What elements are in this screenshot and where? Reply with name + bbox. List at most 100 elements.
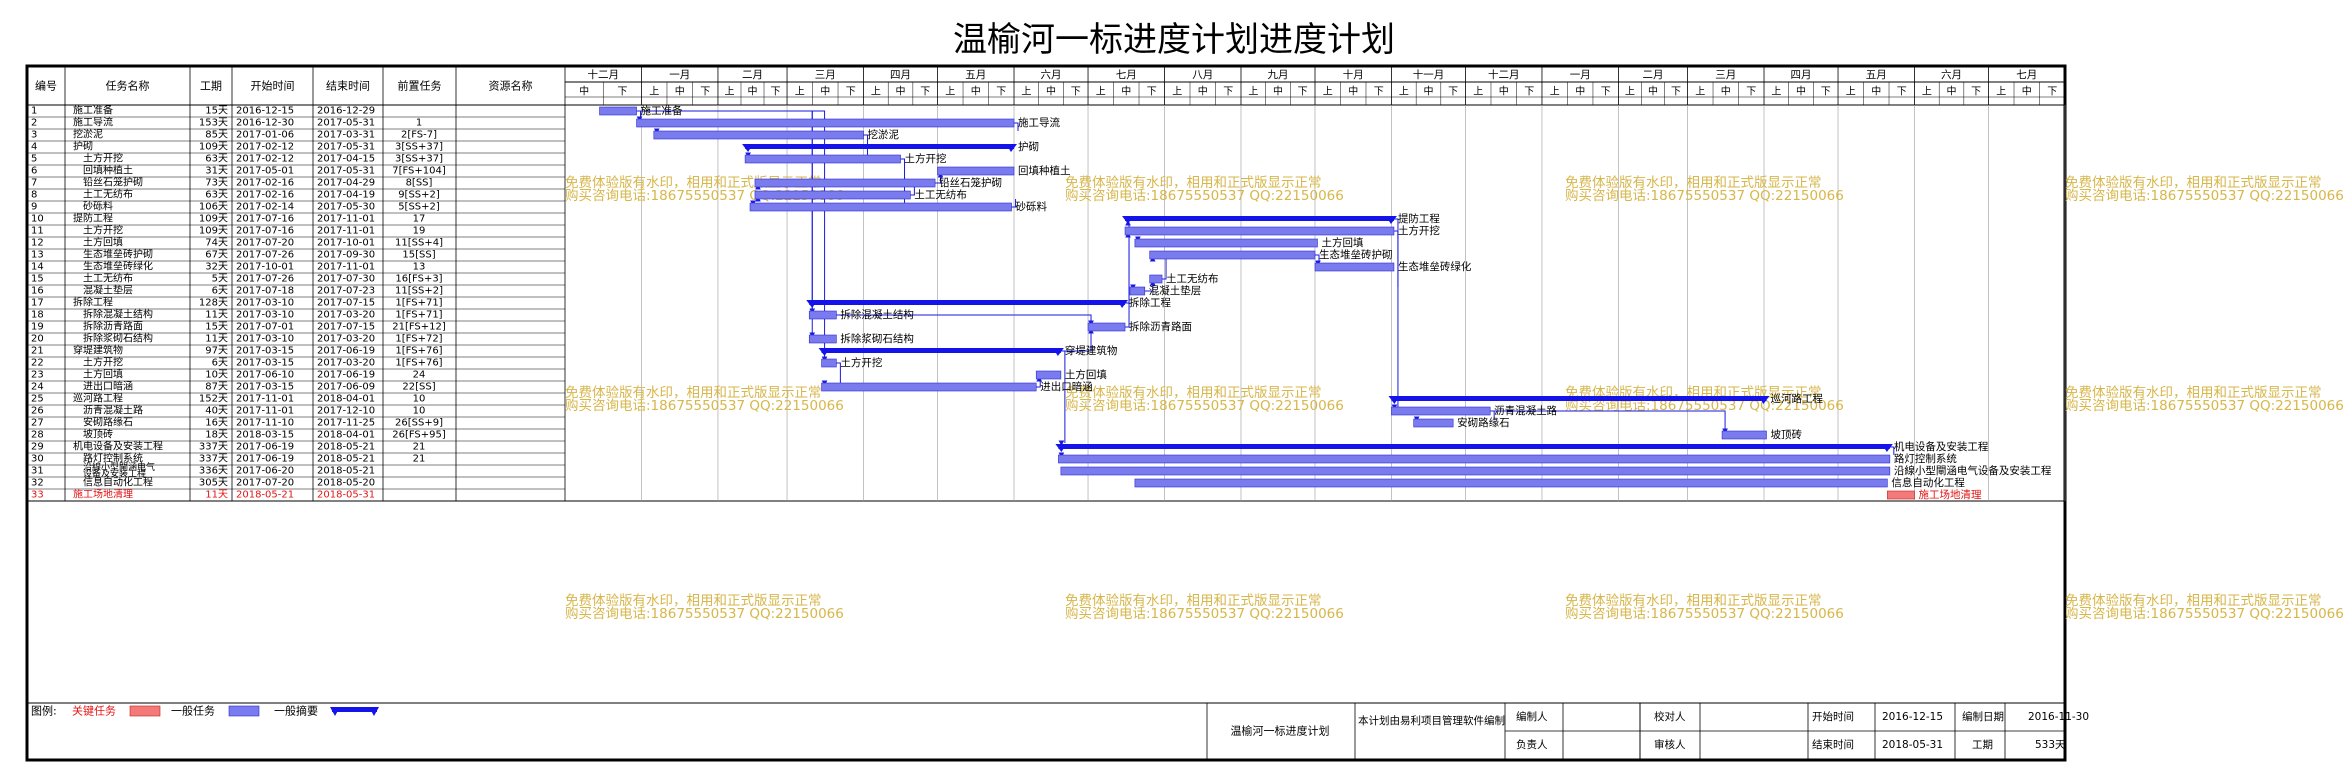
month-label: 七月 [2016, 69, 2037, 81]
task-start: 2017-02-14 [236, 202, 294, 213]
month-label: 六月 [1041, 69, 1062, 81]
task-id: 2 [31, 118, 37, 129]
decade-label: 下 [617, 87, 627, 98]
column-header: 开始时间 [251, 79, 295, 93]
task-end: 2017-06-19 [317, 346, 375, 357]
dependency-link [1393, 230, 1399, 287]
decade-label: 上 [1550, 86, 1560, 98]
bar-label: 土工无纺布 [1166, 272, 1219, 285]
task-id: 33 [31, 490, 44, 501]
task-bars: 施工准备施工导流挖淤泥护砌土方开挖回填种植土铅丝石笼护砌土工无纺布砂砾料提防工程… [599, 104, 2052, 501]
task-predecessor: 3[SS+37] [395, 142, 443, 153]
decade-label: 下 [1298, 87, 1308, 98]
watermark-text: 免费体验版有水印，相用和正式版显示正常 [1565, 175, 1822, 191]
task-predecessor: 15[SS] [402, 250, 435, 261]
task-name: 坡顶砖 [83, 428, 113, 441]
bar-label: 施工导流 [1018, 116, 1060, 129]
footer-label: 校对人 [1654, 710, 1686, 723]
task-start: 2017-10-01 [236, 262, 294, 273]
decade-label: 上 [1323, 86, 1333, 98]
task-predecessor: 1[FS+71] [395, 298, 442, 309]
footer-software: 本计划由易利项目管理软件编制 [1358, 714, 1505, 727]
decade-label: 上 [1996, 86, 2006, 98]
task-name: 进出口暗涵 [83, 380, 133, 393]
task-id: 7 [31, 178, 37, 189]
dependency-link [1014, 122, 1019, 131]
task-duration: 109天 [199, 214, 228, 225]
task-bar [808, 334, 837, 344]
task-predecessor: 10 [413, 406, 426, 417]
month-label: 二月 [742, 69, 763, 81]
task-start: 2018-03-15 [236, 430, 294, 441]
month-label: 五月 [965, 69, 986, 81]
task-start: 2017-07-26 [236, 250, 294, 261]
task-bar [1035, 370, 1062, 380]
decade-label: 中 [1198, 85, 1208, 98]
task-end: 2017-07-23 [317, 286, 375, 297]
task-end: 2017-04-19 [317, 190, 375, 201]
watermark-text: 免费体验版有水印，相用和正式版显示正常 [565, 385, 822, 401]
task-duration: 63天 [205, 190, 228, 201]
task-start: 2017-03-10 [236, 334, 294, 345]
task-bar [1413, 418, 1454, 428]
watermark-text: 免费体验版有水印，相用和正式版显示正常 [1065, 593, 1322, 609]
summary-bar-cap [806, 300, 818, 308]
task-name: 施工场地清理 [73, 488, 133, 501]
dependency-link [935, 175, 942, 184]
bar-label: 土方开挖 [840, 356, 882, 369]
bar-label: 进出口暗涵 [1040, 380, 1093, 393]
task-predecessor: 9[SS+2] [398, 190, 440, 201]
watermark-text: 购买咨询电话:18675550537 QQ:22150066 [1065, 188, 1344, 204]
bar-label: 拆除混凝土结构 [840, 308, 914, 321]
summary-bar [821, 348, 1061, 353]
footer-label: 审核人 [1654, 738, 1686, 751]
task-id: 11 [31, 226, 44, 237]
task-duration: 15天 [205, 322, 228, 333]
decade-label: 上 [1625, 86, 1635, 98]
task-name: 提防工程 [73, 212, 113, 225]
footer-label: 编制人 [1516, 710, 1548, 723]
task-end: 2018-05-21 [317, 454, 375, 465]
summary-bar [1391, 396, 1767, 401]
task-duration: 73天 [205, 178, 228, 189]
task-end: 2017-05-31 [317, 142, 375, 153]
decade-label: 上 [1695, 86, 1705, 98]
watermark-text: 免费体验版有水印，相用和正式版显示正常 [2065, 593, 2322, 609]
task-bar [821, 382, 1037, 392]
task-id: 3 [31, 130, 37, 141]
task-name: 土方回填 [83, 236, 123, 249]
legend-item-label: 一般摘要 [274, 704, 318, 718]
task-end: 2018-04-01 [317, 430, 375, 441]
task-bar [1134, 238, 1318, 248]
bar-label: 施工场地清理 [1919, 488, 1982, 501]
task-end: 2018-05-21 [317, 442, 375, 453]
decade-label: 上 [1096, 86, 1106, 98]
task-id: 1 [31, 106, 37, 117]
decade-label: 下 [1897, 87, 1907, 98]
dependency-link [1011, 199, 1017, 208]
decade-label: 上 [1399, 86, 1409, 98]
decade-label: 中 [1796, 85, 1806, 98]
summary-bar-cap [1881, 444, 1893, 452]
decade-label: 中 [896, 85, 906, 98]
task-name: 回填种植土 [83, 164, 133, 177]
footer-start-value: 2016-12-15 [1882, 711, 1943, 723]
task-predecessor: 26[FS+95] [392, 430, 446, 441]
task-duration: 11天 [205, 490, 228, 501]
task-start: 2017-11-10 [236, 418, 294, 429]
summary-bar-cap [1006, 144, 1018, 152]
task-end: 2017-07-15 [317, 322, 375, 333]
task-end: 2017-03-31 [317, 130, 375, 141]
decade-label: 上 [1248, 86, 1258, 98]
month-label: 六月 [1941, 69, 1962, 81]
month-label: 十一月 [1413, 68, 1445, 81]
task-predecessor: 10 [413, 394, 426, 405]
task-start: 2017-11-01 [236, 406, 294, 417]
task-name: 拆除混凝土结构 [83, 308, 153, 321]
task-duration: 10天 [205, 370, 228, 381]
summary-bar [745, 144, 1015, 149]
footer-label: 编制日期 [1962, 710, 2004, 723]
task-name: 沥青混凝土路 [83, 404, 143, 417]
bar-label: 挖淤泥 [868, 128, 900, 141]
